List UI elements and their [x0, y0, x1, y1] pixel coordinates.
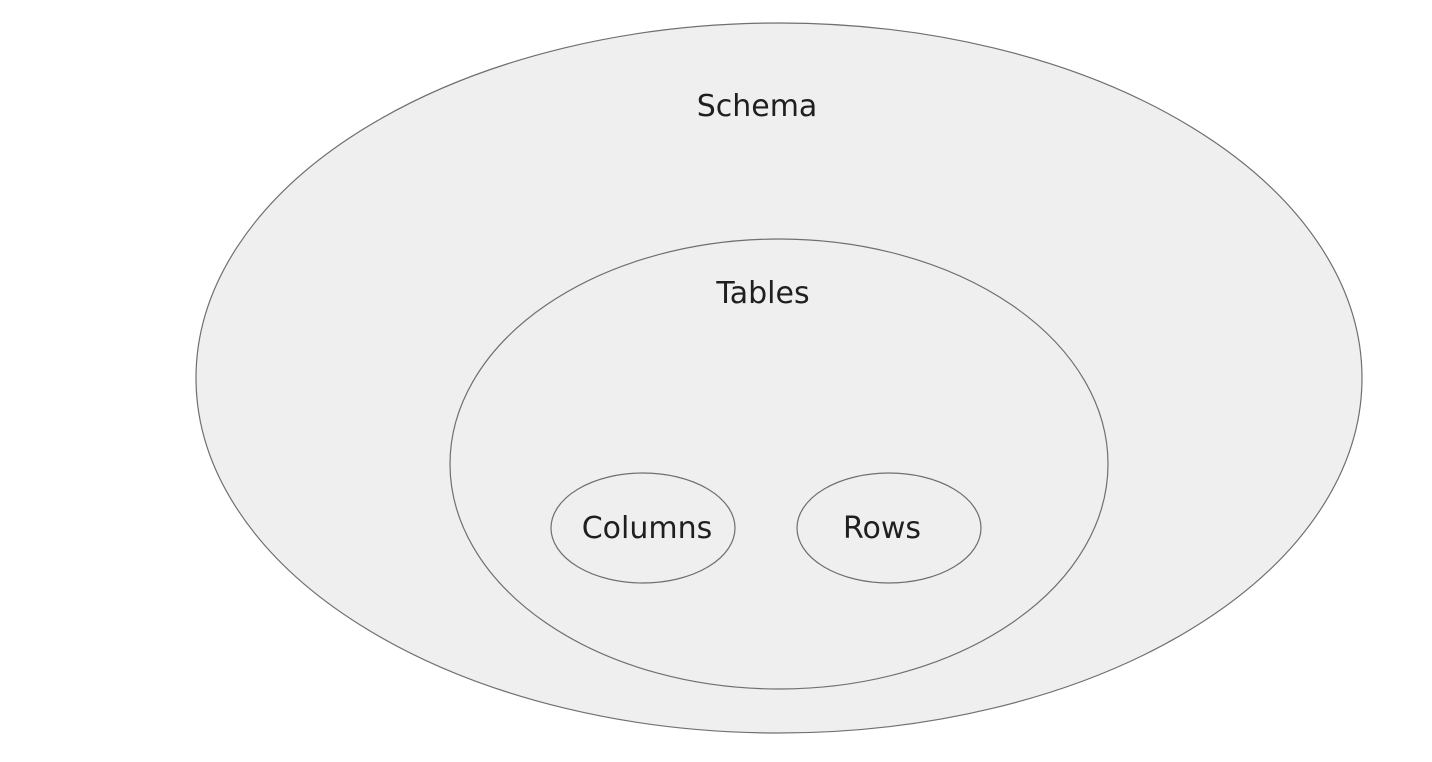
tables-label: Tables [715, 276, 809, 311]
tables-node: Tables [449, 238, 1109, 690]
schema-label: Schema [697, 89, 818, 124]
columns-node: Columns [550, 472, 736, 584]
rows-label: Rows [843, 511, 921, 546]
rows-node: Rows [796, 472, 982, 584]
rows-ellipse [796, 472, 982, 584]
columns-ellipse [550, 472, 736, 584]
columns-label: Columns [582, 511, 713, 546]
